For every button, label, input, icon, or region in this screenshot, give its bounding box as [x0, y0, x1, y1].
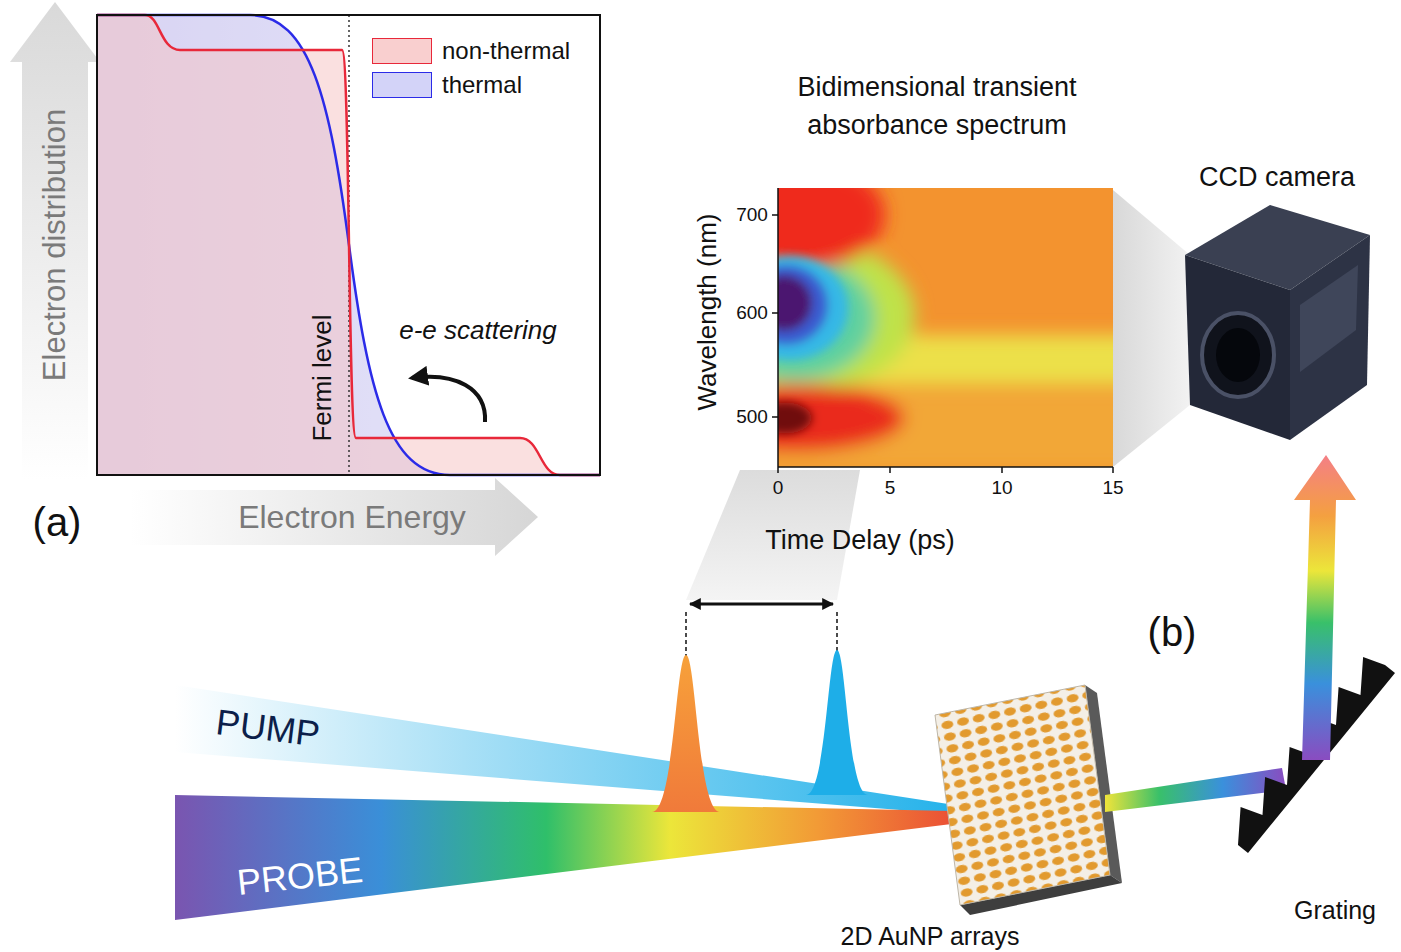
pump-pulse — [806, 650, 868, 795]
camera-drawing — [1185, 205, 1370, 440]
thermal-curve — [97, 15, 600, 475]
annotation: Fermi level — [307, 314, 338, 441]
distribution-plot — [97, 15, 600, 475]
panel-letter: (b) — [1148, 608, 1197, 656]
heatmap-axes — [1112, 467, 1114, 473]
heatmap — [778, 256, 848, 434]
heatmap-axes — [889, 467, 891, 473]
chart-title: Bidimensional transient absorbance spect… — [747, 69, 1127, 145]
heatmap-axes — [777, 467, 779, 473]
tick-label: 5 — [885, 477, 896, 500]
camera-drawing — [1300, 265, 1358, 372]
heatmap-axes — [772, 416, 778, 418]
heatmap-axes — [772, 312, 778, 314]
probe-beam — [175, 795, 1000, 920]
annotation: e-e scattering — [399, 315, 557, 346]
tick-label: 600 — [736, 302, 768, 325]
camera-drawing — [1202, 313, 1274, 397]
tick-label: 0 — [773, 477, 784, 500]
axis-title: Electron distribution — [36, 109, 73, 381]
panel-letter: (a) — [33, 498, 82, 546]
output-beam — [1105, 768, 1286, 812]
heatmap — [778, 188, 1113, 467]
heatmap-axes — [777, 188, 779, 467]
tick-label: 10 — [991, 477, 1012, 500]
heatmap-axes — [1001, 467, 1003, 473]
legend-swatch — [372, 38, 432, 64]
legend: non-thermal thermal — [368, 30, 578, 106]
heatmap — [778, 384, 905, 452]
delay-marker — [836, 612, 838, 655]
distribution-plot — [97, 15, 600, 475]
sample-array — [935, 685, 1122, 915]
heatmap-axes — [778, 466, 1113, 468]
tick-label: 700 — [736, 204, 768, 227]
heatmap — [778, 402, 812, 434]
axis-title: Wavelength (nm) — [692, 214, 723, 411]
spectrum-arrow — [1294, 455, 1356, 760]
heatmap — [778, 256, 848, 360]
sample-label: 2D AuNP arrays — [841, 921, 1020, 951]
legend-row: thermal — [372, 68, 570, 102]
camera-drawing — [1290, 235, 1370, 440]
heatmap-axes — [772, 214, 778, 216]
axis-arrow — [10, 2, 100, 480]
delay-marker — [685, 612, 687, 660]
legend-text: non-thermal — [442, 37, 570, 65]
axis-title: Time Delay (ps) — [765, 524, 955, 556]
axis-arrow — [130, 478, 538, 556]
distribution-plot — [97, 15, 600, 475]
scattering-arrow — [412, 377, 485, 422]
device-label: Grating — [1294, 895, 1376, 925]
non-thermal-curve — [97, 15, 600, 475]
heatmap — [778, 275, 812, 331]
legend-text: thermal — [442, 71, 522, 99]
device-label: CCD camera — [1199, 161, 1355, 193]
sample-array — [935, 685, 1110, 905]
tick-label: 15 — [1102, 477, 1123, 500]
legend-swatch — [372, 72, 432, 98]
camera-drawing — [1216, 328, 1260, 382]
axis-title: Electron Energy — [238, 498, 466, 536]
camera-drawing — [1185, 255, 1290, 440]
tick-label: 500 — [736, 406, 768, 429]
heatmap — [778, 256, 875, 380]
projection-wedge — [1113, 190, 1190, 467]
heatmap-axes — [772, 188, 1113, 473]
legend-row: non-thermal — [372, 34, 570, 68]
heatmap — [778, 188, 1113, 467]
heatmap — [778, 265, 828, 345]
non-thermal-fill — [97, 15, 560, 475]
probe-pulse — [652, 655, 720, 812]
delay-arrow — [690, 603, 833, 606]
